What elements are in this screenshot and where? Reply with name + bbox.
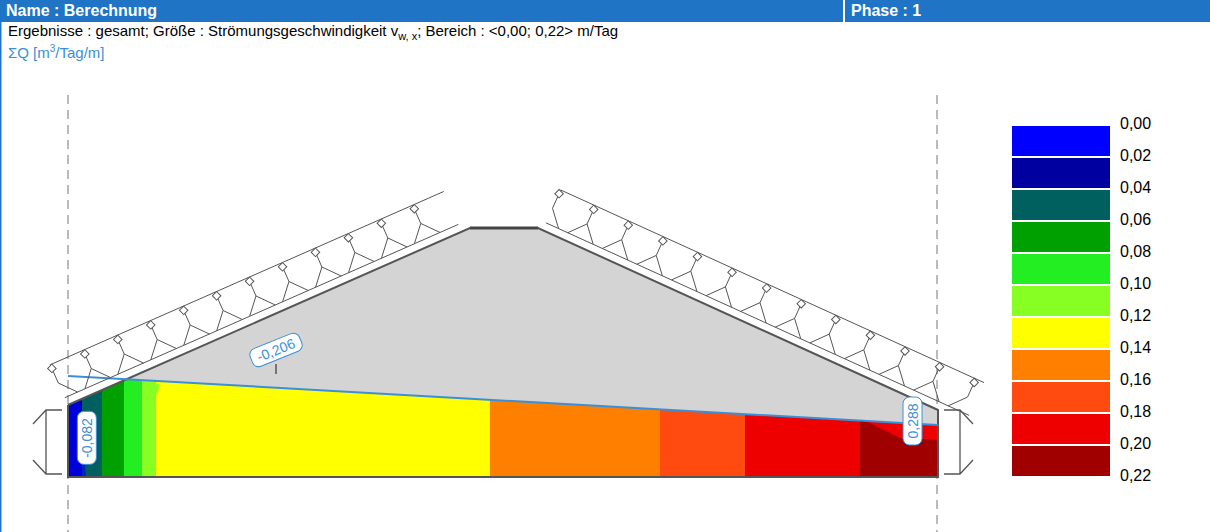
header-cell: Phase : 1 — [845, 0, 1210, 22]
label-text: ΣQ [m — [8, 44, 50, 61]
legend-value: 0,06 — [1120, 211, 1151, 229]
legend-value: 0,04 — [1120, 179, 1151, 197]
label-text: /Tag/m] — [55, 44, 104, 61]
crest-line — [470, 227, 538, 230]
node-text: Name : Berechnung — [6, 2, 837, 20]
velocity-field — [68, 370, 940, 480]
leader-tick — [275, 364, 277, 374]
node-text: 0,288 — [905, 403, 921, 438]
slope-load — [48, 189, 984, 415]
legend-value: 0,16 — [1120, 371, 1151, 389]
legend-swatch — [1012, 126, 1110, 156]
legend-swatch — [1012, 190, 1110, 220]
legend-value: 0,14 — [1120, 339, 1151, 357]
legend-value: 0,10 — [1120, 275, 1151, 293]
support-symbol — [33, 410, 62, 474]
label-text: ; Bereich : <0,00; 0,22> m/Tag — [417, 22, 618, 39]
unit-line: ΣQ [m3/Tag/m] — [8, 43, 105, 61]
frame-line — [0, 0, 2, 532]
legend-swatch — [1012, 318, 1110, 348]
legend-value: 0,08 — [1120, 243, 1151, 261]
flow-callout: 0,288 — [903, 396, 923, 445]
result-line: Ergebnisse : gesamt; Größe : Strömungsge… — [8, 22, 618, 42]
node-text: -0,082 — [79, 418, 95, 458]
label-text: Ergebnisse : gesamt; Größe : Strömungsge… — [8, 22, 398, 39]
legend-value: 0,02 — [1120, 147, 1151, 165]
legend-value: 0,00 — [1120, 115, 1151, 133]
legend-swatch — [1012, 350, 1110, 380]
label-text: w, x — [398, 30, 417, 42]
legend-value: 0,12 — [1120, 307, 1151, 325]
flow-callout: -0,082 — [77, 411, 97, 465]
node-text: Phase : 1 — [851, 2, 1204, 20]
legend-value: 0,20 — [1120, 435, 1151, 453]
legend-swatch — [1012, 286, 1110, 316]
legend-value: 0,22 — [1120, 467, 1151, 485]
phreatic-line — [68, 376, 938, 425]
header-cell: Name : Berechnung — [0, 0, 843, 22]
label-text: 3 — [50, 43, 56, 54]
legend-swatch — [1012, 446, 1110, 476]
dam-outline — [68, 228, 938, 477]
legend-swatch — [1012, 158, 1110, 188]
legend-value: 0,18 — [1120, 403, 1151, 421]
legend-swatch — [1012, 222, 1110, 252]
legend-swatch — [1012, 254, 1110, 284]
legend-swatch — [1012, 382, 1110, 412]
legend-swatch — [1012, 414, 1110, 444]
support-symbol — [944, 410, 973, 474]
